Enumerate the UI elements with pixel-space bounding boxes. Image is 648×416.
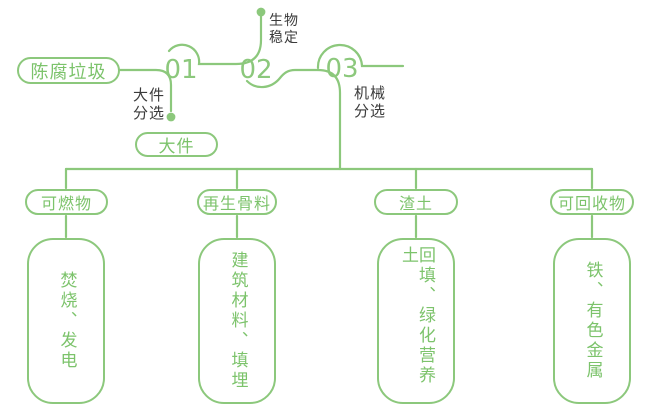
detail-text-combustibles: 焚烧、发电 — [56, 271, 77, 371]
category-pill-recyclables: 可回收物 — [550, 189, 634, 215]
bigitem-branch-dot — [166, 112, 176, 122]
step-number-2: 02 — [239, 55, 273, 85]
detail-text-slag: 回填、绿化营养土 — [398, 246, 435, 386]
detail-text-recyclables: 铁、有色金属 — [582, 261, 603, 381]
line-step3-exit — [316, 43, 405, 70]
detail-text-aggregate: 建筑材料、填埋 — [227, 251, 248, 391]
large-item-sorting-label: 大件分选 — [133, 86, 166, 122]
line-step2-to-step3 — [245, 68, 320, 89]
mechanical-sorting-label: 机械分选 — [354, 84, 387, 120]
line-step1-to-step2 — [167, 14, 263, 66]
line-step3-descent — [316, 68, 342, 171]
biological-dot — [256, 7, 266, 17]
step-number-3: 03 — [325, 54, 359, 84]
source-pill: 陈腐垃圾 — [17, 57, 120, 84]
detail-box-aggregate: 建筑材料、填埋 — [198, 238, 276, 404]
line-source-to-step1 — [118, 68, 173, 113]
step-number-1: 01 — [164, 55, 198, 85]
category-pill-slag: 渣土 — [374, 189, 458, 215]
category-pill-aggregate: 再生骨料 — [197, 189, 277, 215]
detail-box-slag: 回填、绿化营养土 — [377, 238, 455, 404]
large-items-pill: 大件 — [135, 132, 218, 157]
detail-box-combustibles: 焚烧、发电 — [27, 238, 105, 404]
biological-stabilization-label: 生物稳定 — [269, 13, 299, 46]
category-pill-combustibles: 可燃物 — [25, 189, 108, 215]
detail-box-recyclables: 铁、有色金属 — [553, 238, 631, 404]
